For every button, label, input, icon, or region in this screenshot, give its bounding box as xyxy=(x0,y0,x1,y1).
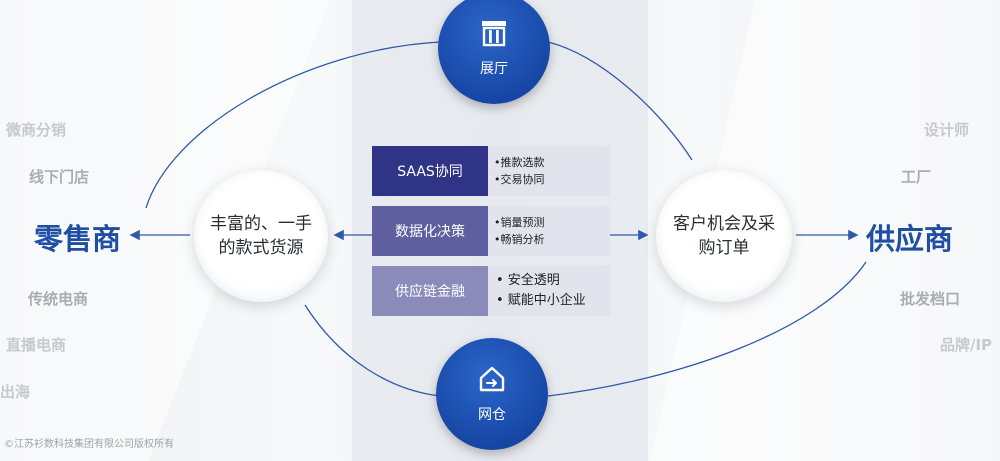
label-wechat-distribution: 微商分销 xyxy=(6,121,67,139)
feature-row-data-decision: 数据化决策 •销量预测 •畅销分析 xyxy=(372,206,610,256)
left-circle-line2: 的款式货源 xyxy=(218,238,304,258)
feature-desc: •销量预测 •畅销分析 xyxy=(488,206,610,256)
feature-item: • 赋能中小企业 xyxy=(496,293,586,308)
feature-item: •推款选款 xyxy=(494,156,545,169)
feature-item: •交易协同 xyxy=(494,173,545,186)
label-livestream-ecommerce: 直播电商 xyxy=(6,336,67,354)
warehouse-icon xyxy=(479,366,505,392)
label-wholesale-stall: 批发档口 xyxy=(900,290,961,308)
orbit-arc-bottom-right xyxy=(547,261,867,397)
warehouse-label: 网仓 xyxy=(478,407,506,423)
copyright-notice: ©江苏衫数科技集团有限公司版权所有 xyxy=(4,439,174,450)
orbit-arc-top-left xyxy=(145,41,441,209)
right-circle-line2: 购订单 xyxy=(698,238,750,258)
showroom-badge: 展厅 xyxy=(438,0,550,104)
label-overseas: 出海 xyxy=(0,383,31,401)
warehouse-badge: 网仓 xyxy=(436,338,548,450)
feature-desc: •推款选款 •交易协同 xyxy=(488,146,610,196)
feature-item: • 安全透明 xyxy=(496,273,560,288)
label-traditional-ecommerce: 传统电商 xyxy=(28,290,89,308)
right-circle-line1: 客户机会及采 xyxy=(673,214,775,234)
label-factory: 工厂 xyxy=(901,168,932,186)
label-offline-store: 线下门店 xyxy=(29,168,90,186)
feature-row-supply-finance: 供应链金融 • 安全透明 • 赋能中小企业 xyxy=(372,266,610,316)
right-value-circle: 客户机会及采 购订单 xyxy=(656,170,792,302)
showroom-label: 展厅 xyxy=(480,61,508,77)
feature-tag: 供应链金融 xyxy=(372,266,488,316)
orbit-arc-bottom-left xyxy=(304,304,441,397)
orbit-arc-top-right xyxy=(547,41,693,161)
feature-desc: • 安全透明 • 赋能中小企业 xyxy=(488,266,610,316)
feature-tag: SAAS协同 xyxy=(372,146,488,196)
feature-tag: 数据化决策 xyxy=(372,206,488,256)
feature-item: •销量预测 xyxy=(494,216,545,229)
left-value-circle: 丰富的、一手 的款式货源 xyxy=(194,170,328,302)
label-designer: 设计师 xyxy=(924,121,970,139)
left-circle-line1: 丰富的、一手 xyxy=(210,214,312,234)
supplier-title: 供应商 xyxy=(866,222,954,256)
feature-item: •畅销分析 xyxy=(494,233,545,246)
label-brand-ip: 品牌/IP xyxy=(940,336,993,354)
retailer-title: 零售商 xyxy=(34,222,122,256)
showroom-icon xyxy=(482,21,506,47)
feature-row-saas: SAAS协同 •推款选款 •交易协同 xyxy=(372,146,610,196)
